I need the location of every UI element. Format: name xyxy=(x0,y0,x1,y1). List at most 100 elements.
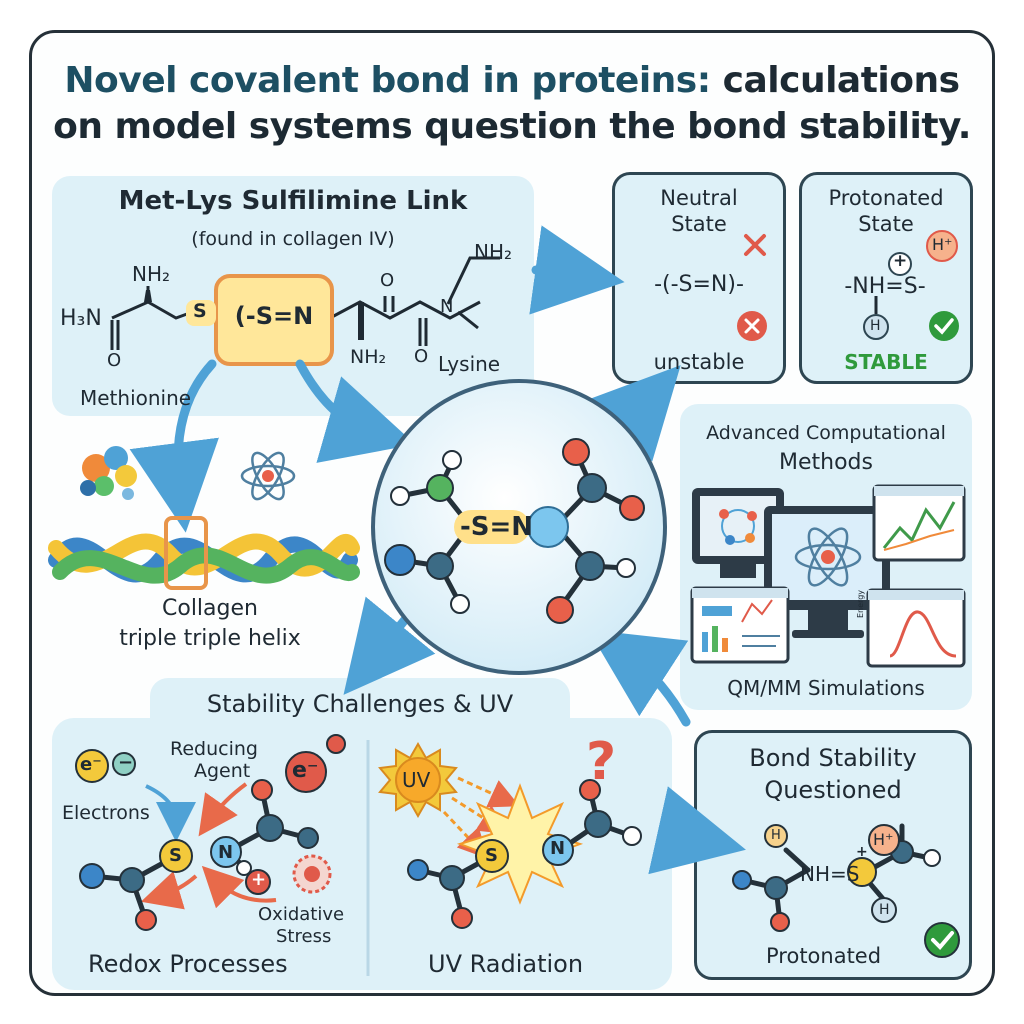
chart-window-top-icon xyxy=(872,484,966,562)
o-left-label: O xyxy=(107,350,122,371)
neutral-formula: -(-S=N)- xyxy=(654,272,744,297)
computational-title-2: Methods xyxy=(779,450,873,475)
reducing-agent-label-1: Reducing xyxy=(170,738,258,760)
electron-red-label: e⁻ xyxy=(292,758,319,783)
electron-flow-arrow xyxy=(145,784,196,842)
bubble-nitrogen-atom xyxy=(527,506,569,548)
collagen-helix xyxy=(48,533,360,584)
oxidative-arrow-2 xyxy=(201,865,277,909)
energy-chart-window-icon xyxy=(866,588,966,668)
electron-red-icon xyxy=(285,751,327,793)
question-mark: ? xyxy=(586,732,617,792)
uv-sun-label: UV xyxy=(402,768,431,792)
collagen-sublabel: triple triple helix xyxy=(119,626,301,651)
protonated-formula: -NH=S- xyxy=(844,274,926,299)
energy-axis-label: Energy xyxy=(856,589,865,618)
oxidative-arrow-1 xyxy=(140,871,198,910)
electrons-label: Electrons xyxy=(62,802,150,824)
reducing-agent-label-2: Agent xyxy=(194,760,251,782)
redox-atoms xyxy=(79,779,319,931)
protein-blob-icon xyxy=(80,446,137,500)
flow-arrows xyxy=(129,225,746,875)
title-part-2: calculations xyxy=(710,60,960,101)
sulfilimine-bond-label: (-S=N xyxy=(234,302,314,330)
bubble-atoms xyxy=(384,438,645,624)
uv-radiation-label: UV Radiation xyxy=(428,950,584,978)
wedge-bond-bottom xyxy=(358,302,364,340)
h-atom-icon xyxy=(863,314,889,340)
minus-charge-icon xyxy=(112,752,136,776)
minus-label: − xyxy=(118,752,134,773)
uv-impact-burst xyxy=(456,783,584,905)
h3n-label: H₃N xyxy=(60,306,102,331)
o-top-label: O xyxy=(380,270,395,291)
nh2-right-label: NH₂ xyxy=(474,240,513,264)
electron-label: e⁻ xyxy=(80,754,102,775)
o-bottom-label: O xyxy=(414,346,429,367)
redox-nitrogen-label: N xyxy=(218,842,234,863)
protonated-status: STABLE xyxy=(844,350,928,374)
sulfilimine-highlight xyxy=(214,274,334,366)
redox-processes-label: Redox Processes xyxy=(88,950,288,978)
lysine-label: Lysine xyxy=(438,352,501,376)
questioned-plus-label: + xyxy=(856,844,868,860)
computational-title-1: Advanced Computational xyxy=(706,422,946,444)
questioned-title-1: Bond Stability xyxy=(749,744,917,772)
computational-footer: QM/MM Simulations xyxy=(727,676,925,700)
uv-sulfur-label: S xyxy=(485,845,498,866)
oxidative-label-1: Oxidative xyxy=(258,904,345,925)
questioned-atoms xyxy=(732,824,941,932)
atom-icon xyxy=(240,451,296,501)
plus-charge-icon xyxy=(888,252,912,276)
uv-sun-icon xyxy=(378,741,458,819)
uv-atoms xyxy=(407,779,642,929)
uv-nitrogen-label: N xyxy=(550,838,566,859)
wedge-bond-top xyxy=(144,290,152,302)
electron-icon xyxy=(75,749,109,783)
sulfur-highlight xyxy=(186,300,216,326)
sulfilimine-bond-text: -S=N xyxy=(245,302,314,330)
redox-sulfur-label: S xyxy=(169,845,182,866)
questioned-check-icon xyxy=(924,922,960,958)
minus-badge-icon xyxy=(326,734,346,754)
questioned-h-plus-label: H⁺ xyxy=(873,830,894,849)
sulfilimine-subheading: (found in collagen IV) xyxy=(191,228,395,250)
protonated-plus: + xyxy=(893,251,908,271)
sulfur-label: S xyxy=(193,300,207,322)
redox-plus-label: + xyxy=(251,869,267,890)
stability-heading: Stability Challenges & UV xyxy=(206,690,514,718)
protonated-title-1: Protonated xyxy=(828,186,944,210)
protonated-h: H xyxy=(870,318,881,334)
protonated-h-plus: H⁺ xyxy=(932,235,953,254)
computer-left-icon xyxy=(692,488,784,578)
protonated-state-panel xyxy=(799,172,973,384)
sulfilimine-heading: Met-Lys Sulfilimine Link xyxy=(118,186,468,216)
neutral-state-panel xyxy=(612,172,786,384)
neutral-title-1: Neutral xyxy=(660,186,738,210)
questioned-h2-label: H xyxy=(879,902,890,918)
questioned-h-label: H xyxy=(771,828,781,843)
title-part-1: Novel covalent bond in proteins: xyxy=(64,60,711,101)
nh2-bottom-label: NH₂ xyxy=(350,346,387,368)
methionine-label: Methionine xyxy=(80,386,192,410)
bubble-bond-highlight xyxy=(454,510,530,544)
collagen-highlight xyxy=(164,516,208,590)
n-label: N xyxy=(440,296,454,317)
title-line-2: on model systems question the bond stabi… xyxy=(53,106,971,147)
protonated-title-2: State xyxy=(858,212,914,236)
questioned-title-2: Questioned xyxy=(764,776,902,804)
questioned-formula: NH=S xyxy=(800,862,860,886)
oxidative-label-2: Stress xyxy=(276,926,332,947)
chart-window-left-icon xyxy=(690,586,790,664)
computer-center-icon xyxy=(764,506,890,638)
page-title: Novel covalent bond in proteins: calcula… xyxy=(40,58,984,150)
neutral-status: unstable xyxy=(653,350,745,374)
neutral-x-icon xyxy=(744,234,766,256)
stable-check-icon xyxy=(929,311,959,341)
reducing-arrow xyxy=(198,782,248,837)
h-plus-icon xyxy=(926,230,958,262)
nh2-top-label: NH₂ xyxy=(132,262,171,286)
neutral-title-2: State xyxy=(671,212,727,236)
collagen-label: Collagen xyxy=(162,596,258,621)
